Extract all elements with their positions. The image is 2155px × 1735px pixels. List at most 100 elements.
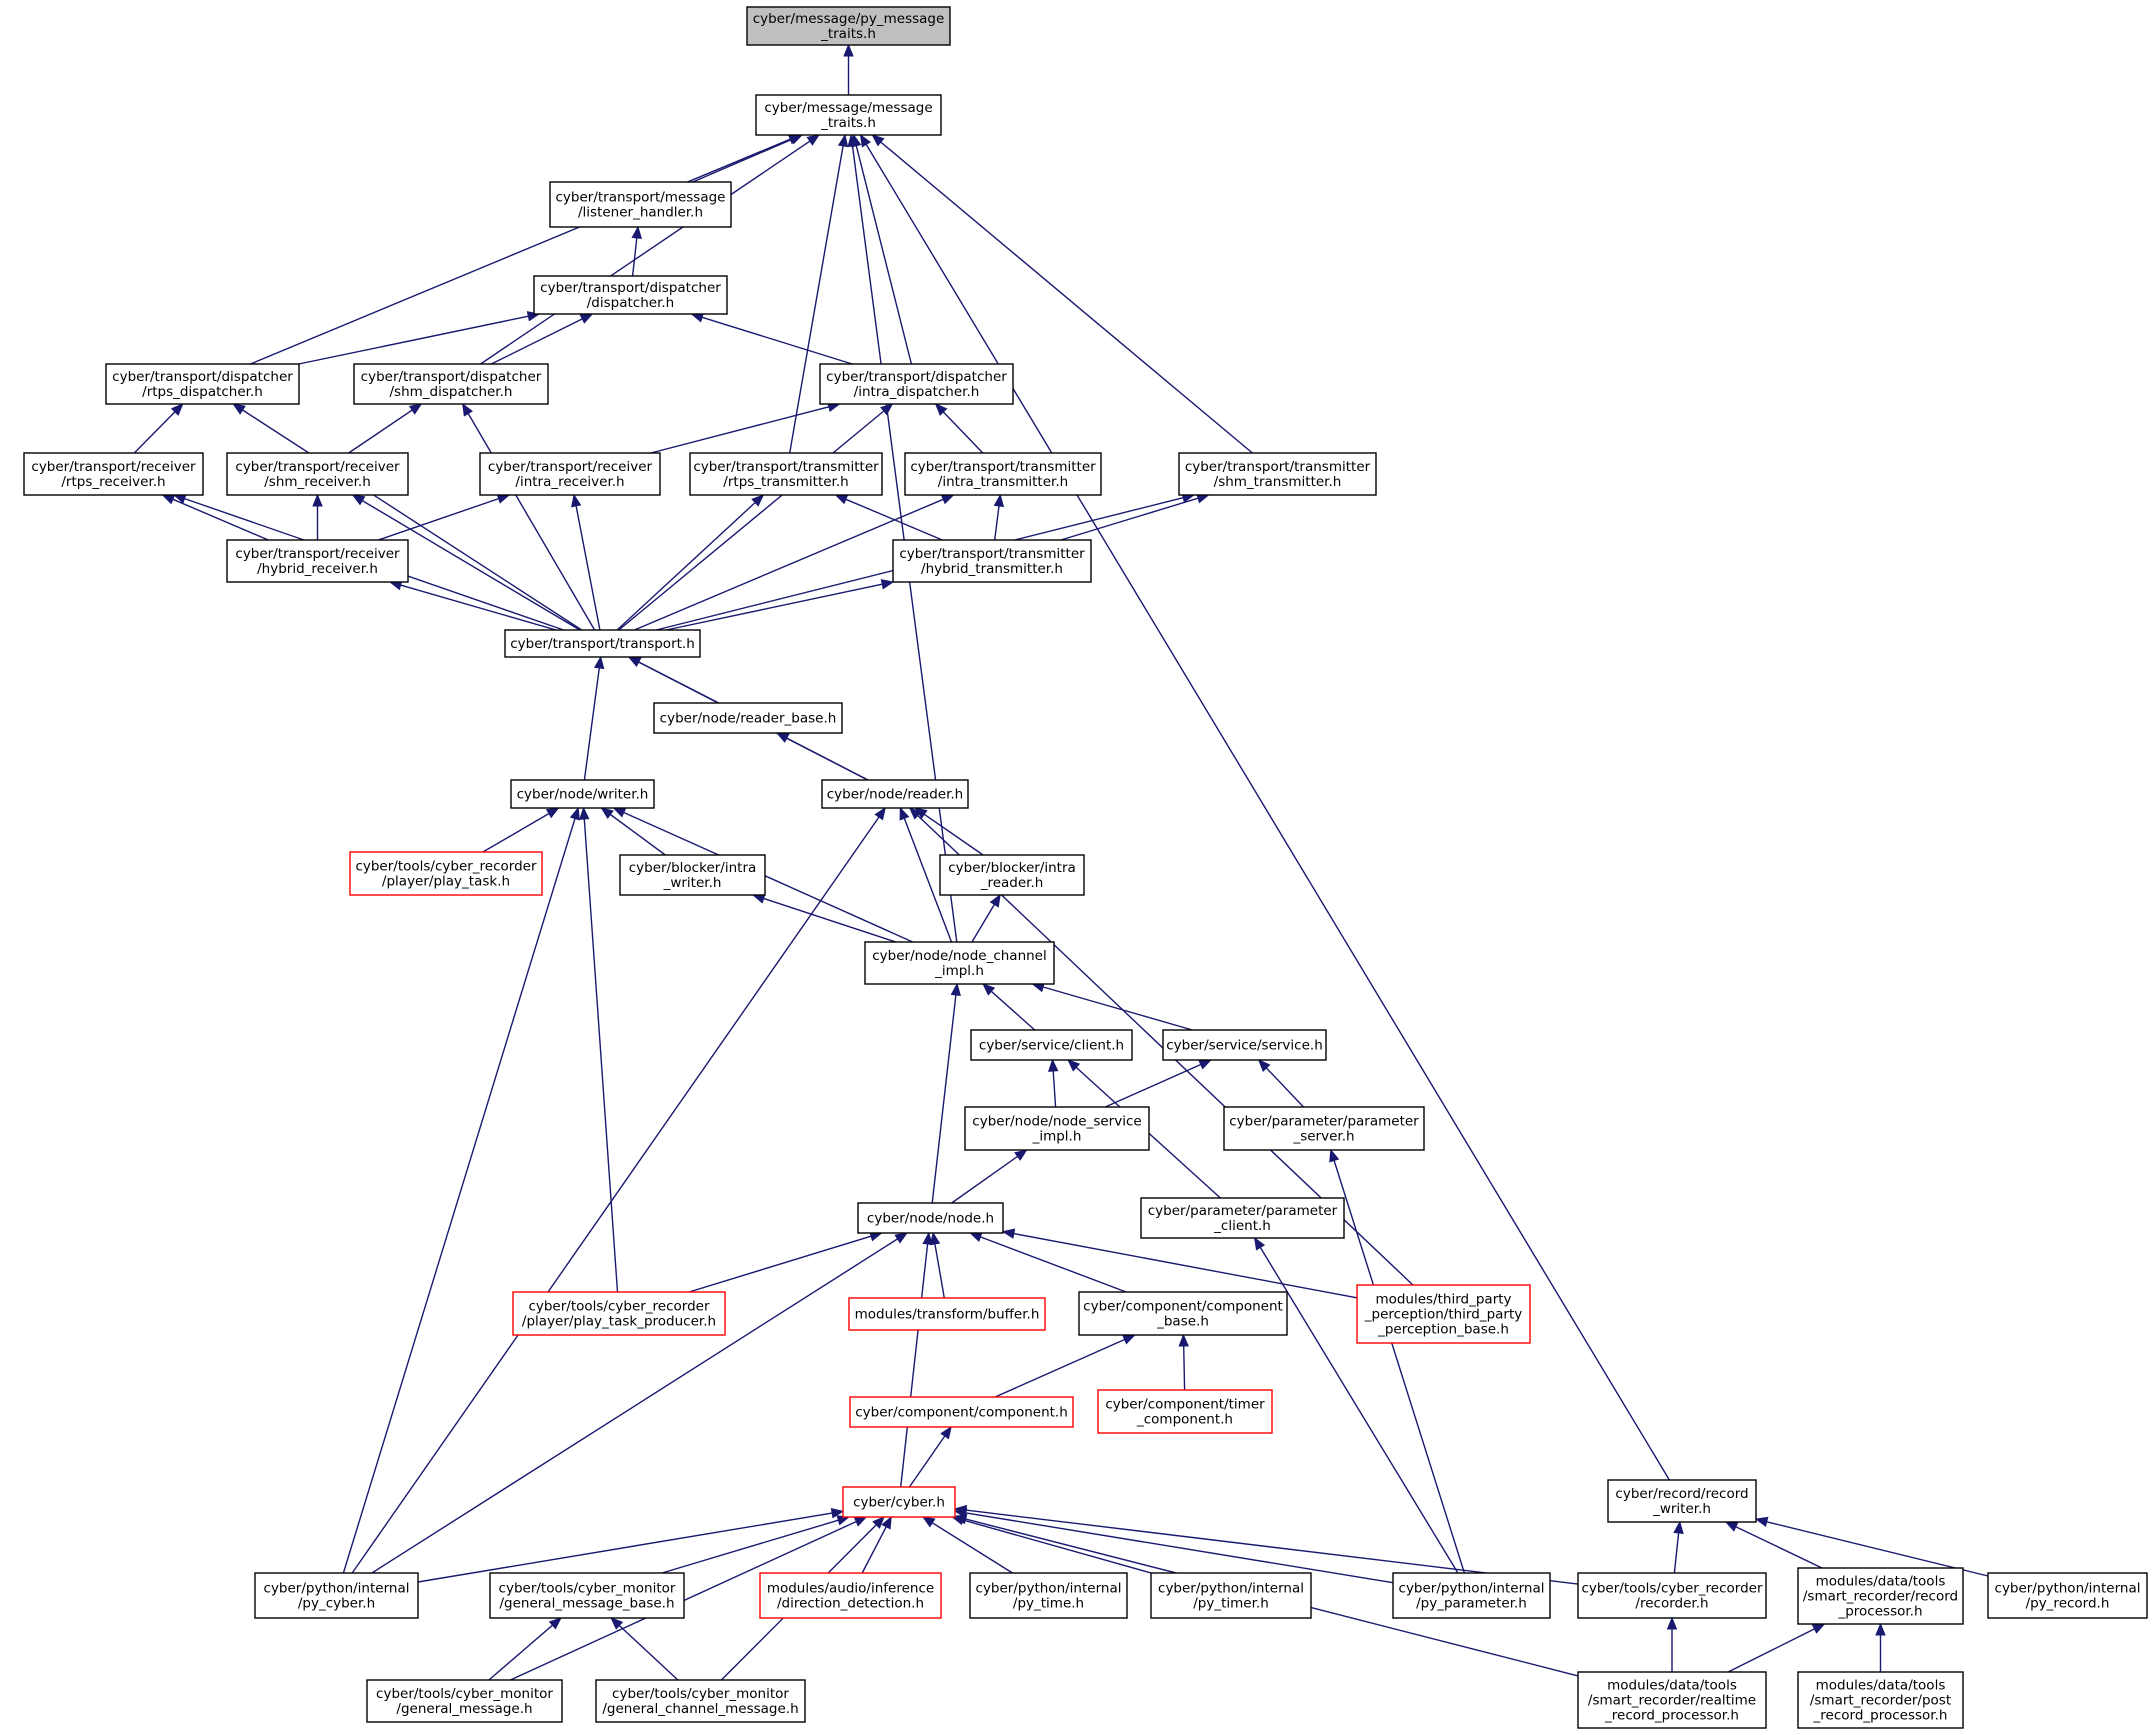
node-blocker_intra_reader[interactable]: cyber/blocker/intra_reader.h [939, 854, 1085, 896]
node-transport[interactable]: cyber/transport/transport.h [504, 629, 701, 658]
edge-node_service_impl-to-service [1105, 1059, 1213, 1108]
node-label-line: cyber/transport/receiver [235, 459, 400, 475]
node-box [964, 1106, 1150, 1151]
node-component_base[interactable]: cyber/component/component_base.h [1078, 1291, 1288, 1336]
node-intra_transmitter[interactable]: cyber/transport/transmitter/intra_transm… [904, 452, 1102, 496]
node-rtps_transmitter[interactable]: cyber/transport/transmitter/rtps_transmi… [689, 452, 883, 496]
node-hybrid_transmitter[interactable]: cyber/transport/transmitter/hybrid_trans… [892, 539, 1092, 583]
edge-transport-to-rtps_dispatcher [232, 403, 583, 631]
node-play_task[interactable]: cyber/tools/cyber_recorder/player/play_t… [349, 851, 543, 896]
node-recorder[interactable]: cyber/tools/cyber_recorder/recorder.h [1577, 1572, 1767, 1619]
edge-arrowhead [548, 1617, 562, 1630]
edge-line [1265, 1067, 1305, 1108]
edge-arrowhead [953, 1514, 968, 1525]
edge-arrowhead [940, 1425, 952, 1440]
edge-arrowhead [830, 1508, 845, 1519]
node-dispatcher[interactable]: cyber/transport/dispatcher/dispatcher.h [533, 275, 728, 315]
edge-line [965, 1509, 1579, 1585]
edge-transport-to-hybrid_transmitter [666, 579, 895, 631]
node-rtps_dispatcher[interactable]: cyber/transport/dispatcher/rtps_dispatch… [105, 363, 300, 405]
edge-arrowhead [806, 134, 820, 146]
node-writer[interactable]: cyber/node/writer.h [510, 779, 655, 809]
node-intra_receiver[interactable]: cyber/transport/receiver/intra_receiver.… [479, 452, 661, 496]
node-general_message_base[interactable]: cyber/tools/cyber_monitor/general_messag… [489, 1572, 685, 1619]
node-parameter_client[interactable]: cyber/parameter/parameter_client.h [1140, 1197, 1345, 1239]
node-blocker_intra_writer[interactable]: cyber/blocker/intra_writer.h [619, 854, 766, 896]
edge-line [631, 237, 638, 277]
edge-arrowhead [834, 494, 849, 505]
edge-line [990, 990, 1036, 1031]
node-py_timer[interactable]: cyber/python/internal/py_timer.h [1150, 1572, 1312, 1619]
node-parameter_server[interactable]: cyber/parameter/parameter_server.h [1223, 1106, 1425, 1151]
node-third_party_perception[interactable]: modules/third_party_perception/third_par… [1356, 1284, 1531, 1344]
edge-line [865, 144, 1670, 1481]
edge-line [133, 411, 176, 454]
node-box [1797, 1567, 1964, 1625]
node-node[interactable]: cyber/node/node.h [857, 1202, 1004, 1234]
node-rtps_receiver[interactable]: cyber/transport/receiver/rtps_receiver.h [23, 452, 204, 496]
node-play_task_producer[interactable]: cyber/tools/cyber_recorder/player/play_t… [512, 1291, 726, 1336]
node-transform_buffer[interactable]: modules/transform/buffer.h [848, 1297, 1046, 1331]
node-shm_transmitter[interactable]: cyber/transport/transmitter/shm_transmit… [1178, 452, 1377, 496]
node-listener_handler[interactable]: cyber/transport/message/listener_handler… [549, 181, 732, 228]
node-direction_detection[interactable]: modules/audio/inference/direction_detect… [759, 1572, 942, 1619]
node-record_processor[interactable]: modules/data/tools/smart_recorder/record… [1797, 1567, 1964, 1625]
node-box [653, 702, 843, 734]
node-box [842, 1486, 956, 1518]
edge-line [609, 813, 666, 856]
node-label-line: modules/data/tools [1607, 1678, 1737, 1694]
node-py_record[interactable]: cyber/python/internal/py_record.h [1987, 1572, 2148, 1619]
node-realtime_record_processor[interactable]: modules/data/tools/smart_recorder/realti… [1577, 1671, 1767, 1729]
node-label-line: cyber/node/reader.h [827, 787, 964, 803]
node-label-line: /rtps_receiver.h [61, 474, 165, 490]
node-general_message[interactable]: cyber/tools/cyber_monitor/general_messag… [366, 1679, 563, 1723]
node-reader[interactable]: cyber/node/reader.h [821, 779, 969, 809]
node-shm_receiver[interactable]: cyber/transport/receiver/shm_receiver.h [226, 452, 409, 496]
node-shm_dispatcher[interactable]: cyber/transport/dispatcher/shm_dispatche… [353, 363, 549, 405]
edge-py_cyber-to-reader [351, 806, 886, 1574]
edge-line [242, 409, 583, 631]
edge-line [934, 1243, 945, 1299]
edge-line [488, 1624, 553, 1681]
node-hybrid_receiver[interactable]: cyber/transport/receiver/hybrid_receiver… [226, 539, 409, 583]
node-client[interactable]: cyber/service/client.h [970, 1029, 1133, 1061]
edge-recorder-to-record_writer [1673, 1520, 1684, 1574]
node-label-line: /rtps_transmitter.h [723, 474, 848, 490]
edge-cyber-to-node [900, 1231, 933, 1488]
nodes-layer: cyber/message/py_message_traits.h cyber/m… [23, 6, 2148, 1729]
edge-rtps_transmitter-to-message_traits [789, 133, 849, 454]
edge-node_channel_impl-to-blocker_intra_writer [751, 893, 897, 943]
edge-py_parameter-to-parameter_client [1253, 1236, 1459, 1574]
node-component[interactable]: cyber/component/component.h [849, 1396, 1074, 1428]
edge-direction_detection-to-cyber [861, 1515, 892, 1574]
node-message_traits[interactable]: cyber/message/message_traits.h [755, 94, 942, 136]
node-label-line: modules/audio/inference [767, 1581, 934, 1597]
node-py_cyber[interactable]: cyber/python/internal/py_cyber.h [254, 1572, 419, 1619]
edge-line [1013, 1232, 1358, 1299]
edge-play_task_producer-to-writer [579, 806, 619, 1293]
node-label-line: cyber/tools/cyber_recorder [1581, 1581, 1763, 1597]
node-service[interactable]: cyber/service/service.h [1162, 1029, 1327, 1061]
edge-transform_buffer-to-node [929, 1231, 945, 1299]
edge-line [616, 501, 756, 631]
node-reader_base[interactable]: cyber/node/reader_base.h [653, 702, 843, 734]
node-node_channel_impl[interactable]: cyber/node/node_channel_impl.h [864, 941, 1055, 985]
node-timer_component[interactable]: cyber/component/timer_component.h [1097, 1389, 1273, 1434]
node-py_message_traits[interactable]: cyber/message/py_message_traits.h [746, 6, 951, 46]
node-node_service_impl[interactable]: cyber/node/node_service_impl.h [964, 1106, 1150, 1151]
node-cyber[interactable]: cyber/cyber.h [842, 1486, 956, 1518]
node-record_writer[interactable]: cyber/record/record_writer.h [1607, 1479, 1757, 1523]
node-py_time[interactable]: cyber/python/internal/py_time.h [969, 1572, 1128, 1619]
edge-arrowhead [1178, 1333, 1189, 1347]
node-label-line: _reader.h [980, 875, 1044, 891]
edge-line [789, 145, 844, 454]
node-intra_dispatcher[interactable]: cyber/transport/dispatcher/intra_dispatc… [819, 363, 1014, 405]
edge-py_cyber-to-writer [342, 806, 580, 1574]
edge-py_parameter-to-parameter_server [1329, 1148, 1466, 1574]
edge-arrowhead [953, 1504, 968, 1516]
node-post_record_processor[interactable]: modules/data/tools/smart_recorder/post_r… [1797, 1671, 1964, 1729]
node-general_channel_message[interactable]: cyber/tools/cyber_monitor/general_channe… [595, 1679, 806, 1723]
edge-dispatcher-to-listener_handler [631, 225, 642, 277]
edge-line [880, 141, 1253, 454]
node-py_parameter[interactable]: cyber/python/internal/py_parameter.h [1392, 1572, 1551, 1619]
